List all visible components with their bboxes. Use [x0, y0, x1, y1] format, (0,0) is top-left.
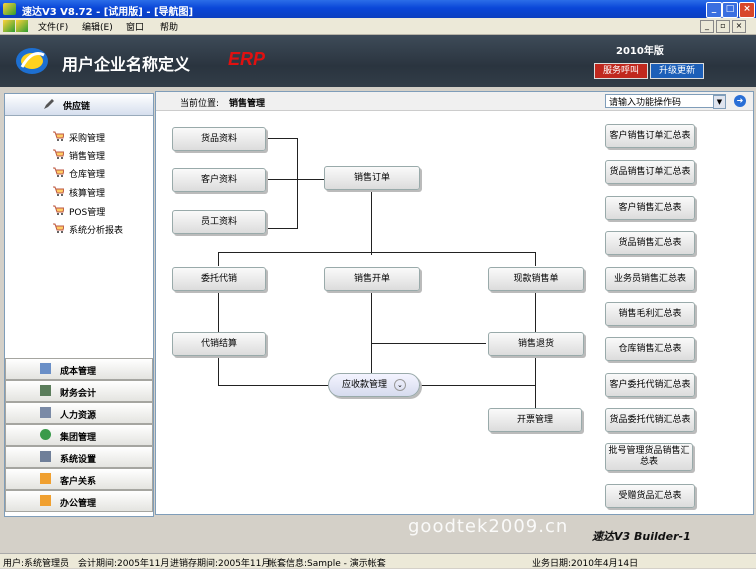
upgrade-button[interactable]: 升级更新 — [650, 63, 704, 79]
status-stock-period: 进销存期间:2005年11月 — [170, 559, 271, 569]
nav-supply-chain[interactable]: 供应链 — [5, 94, 153, 116]
flow-receivables[interactable]: 应收款管理 ⌄ — [328, 373, 420, 397]
report-customer-order-summary[interactable]: 客户销售订单汇总表 — [605, 124, 695, 148]
nav-hr[interactable]: 人力资源 — [5, 402, 153, 424]
title-bar: 速达V3 V8.72 - [试用版] - [导航图] _ □ × — [0, 0, 756, 18]
nav-cost[interactable]: 成本管理 — [5, 358, 153, 380]
status-business-date: 业务日期:2010年4月14日 — [532, 559, 639, 569]
cart-icon — [53, 186, 64, 196]
status-account: 帐套信息:Sample - 演示帐套 — [268, 559, 386, 569]
computer-icon — [40, 451, 51, 462]
cart-icon — [53, 131, 64, 141]
logo-icon — [16, 48, 48, 74]
doc-icon — [16, 20, 28, 32]
menu-file[interactable]: 文件(F) — [38, 23, 69, 33]
flow-consignment[interactable]: 委托代销 — [172, 267, 266, 291]
flow-consign-settle[interactable]: 代销结算 — [172, 332, 266, 356]
function-code-input[interactable] — [605, 94, 726, 108]
version-year: 2010年版 — [616, 46, 664, 57]
nav-system-settings[interactable]: 系统设置 — [5, 446, 153, 468]
flow-customer-info[interactable]: 客户资料 — [172, 168, 266, 192]
status-bar: 用户:系统管理员 会计期间:2005年11月 进销存期间:2005年11月 帐套… — [0, 553, 756, 569]
flow-invoicing[interactable]: 开票管理 — [488, 408, 582, 432]
cart-icon — [53, 149, 64, 159]
banner: 用户企业名称定义 ERP 2010年版 服务呼叫 升级更新 — [0, 35, 756, 87]
watermark: goodtek2009.cn — [408, 516, 569, 537]
status-period: 会计期间:2005年11月 — [78, 559, 170, 569]
nav-finance[interactable]: 财务会计 — [5, 380, 153, 402]
location-bar: 当前位置: 销售管理 ▼ ➜ — [156, 92, 753, 111]
erp-label: ERP — [228, 49, 266, 69]
flow-sales-invoice[interactable]: 销售开单 — [324, 267, 420, 291]
report-gift-goods-summary[interactable]: 受赠货品汇总表 — [605, 484, 695, 508]
doc-icon — [3, 20, 15, 32]
brand-label: 速达V3 Builder-1 — [592, 530, 691, 543]
report-goods-consign-summary[interactable]: 货品委托代销汇总表 — [605, 408, 695, 432]
menu-help[interactable]: 帮助 — [160, 23, 179, 33]
report-goods-order-summary[interactable]: 货品销售订单汇总表 — [605, 160, 695, 184]
child-close-button[interactable]: × — [732, 20, 746, 33]
company-name: 用户企业名称定义 — [62, 55, 191, 74]
minimize-button[interactable]: _ — [706, 2, 722, 18]
location-value: 销售管理 — [229, 99, 266, 109]
report-batch-goods-summary[interactable]: 批号管理货品销售汇总表 — [605, 443, 693, 471]
child-minimize-button[interactable]: _ — [700, 20, 714, 33]
window-title: 速达V3 V8.72 - [试用版] - [导航图] — [22, 7, 194, 18]
left-nav: 供应链 采购管理 销售管理 仓库管理 核算管理 POS管理 系统分析报表 成本管… — [4, 93, 154, 517]
footer: goodtek2009.cn 速达V3 Builder-1 — [0, 516, 756, 552]
location-label: 当前位置: — [180, 99, 220, 109]
report-warehouse-sales-summary[interactable]: 仓库销售汇总表 — [605, 337, 695, 361]
flow-cash-sale[interactable]: 现款销售单 — [488, 267, 584, 291]
chevron-down-icon[interactable]: ▼ — [713, 95, 726, 109]
report-customer-consign-summary[interactable]: 客户委托代销汇总表 — [605, 373, 695, 397]
maximize-button[interactable]: □ — [722, 2, 738, 18]
flow-goods-info[interactable]: 货品资料 — [172, 127, 266, 151]
cart-icon — [53, 223, 64, 233]
menu-window[interactable]: 窗口 — [126, 23, 145, 33]
nav-crm[interactable]: 客户关系 — [5, 468, 153, 490]
service-call-button[interactable]: 服务呼叫 — [594, 63, 648, 79]
main-area: 当前位置: 销售管理 ▼ ➜ 货品资料 客户资料 员工资料 销售订单 委托代销 … — [155, 91, 754, 515]
menu-edit[interactable]: 编辑(E) — [82, 23, 113, 33]
app-icon — [3, 3, 16, 15]
status-user: 用户:系统管理员 — [3, 559, 70, 569]
flow-receivables-label: 应收款管理 — [342, 380, 388, 390]
flow-staff-info[interactable]: 员工资料 — [172, 210, 266, 234]
cart-icon — [53, 205, 64, 215]
close-button[interactable]: × — [739, 2, 755, 18]
chevron-down-icon: ⌄ — [393, 378, 406, 391]
phone-icon — [40, 363, 51, 374]
globe-icon — [40, 429, 51, 440]
child-restore-button[interactable]: ▫ — [716, 20, 730, 33]
menu-bar: 文件(F) 编辑(E) 窗口 帮助 _ ▫ × — [0, 18, 756, 35]
monitor-icon — [40, 407, 51, 418]
report-customer-sales-summary[interactable]: 客户销售汇总表 — [605, 196, 695, 220]
cart-icon — [53, 167, 64, 177]
report-goods-sales-summary[interactable]: 货品销售汇总表 — [605, 231, 695, 255]
flow-sales-return[interactable]: 销售退货 — [488, 332, 584, 356]
cart-icon — [40, 495, 51, 506]
pencil-icon — [44, 99, 54, 109]
nav-office[interactable]: 办公管理 — [5, 490, 153, 512]
nav-group[interactable]: 集团管理 — [5, 424, 153, 446]
calculator-icon — [40, 385, 51, 396]
go-arrow-icon[interactable]: ➜ — [734, 95, 746, 107]
cart-icon — [40, 473, 51, 484]
report-salesperson-summary[interactable]: 业务员销售汇总表 — [605, 267, 695, 291]
flow-sales-order[interactable]: 销售订单 — [324, 166, 420, 190]
report-gross-profit-summary[interactable]: 销售毛利汇总表 — [605, 302, 695, 326]
